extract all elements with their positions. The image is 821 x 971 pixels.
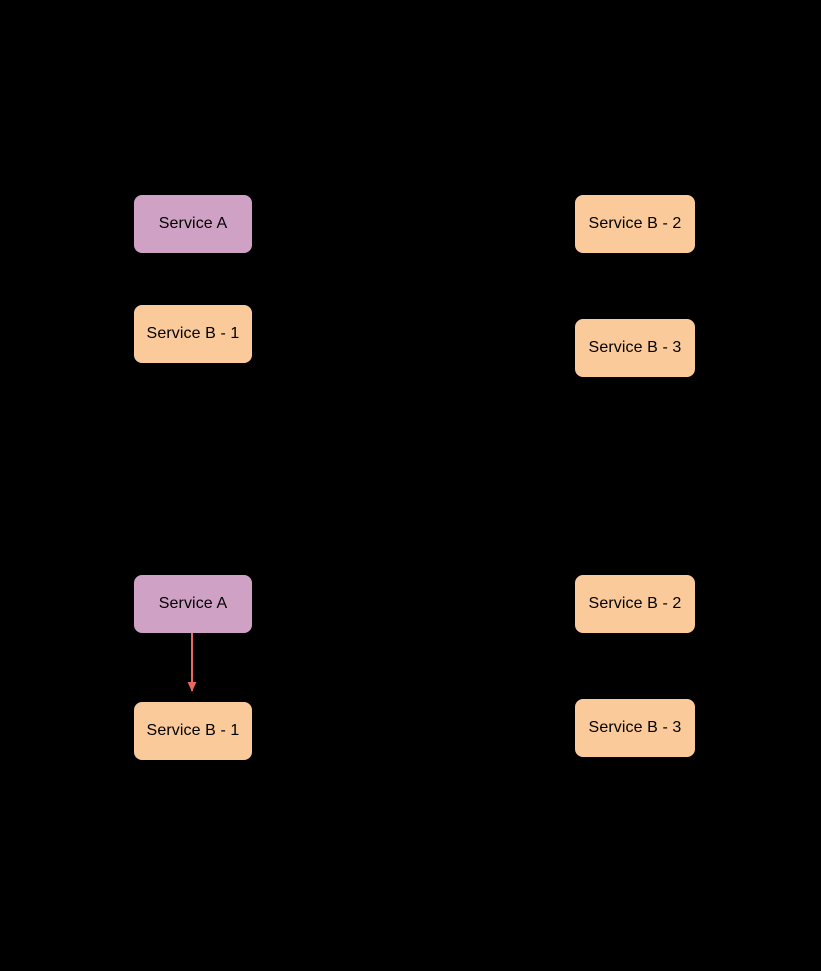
node-label: Service B - 1: [146, 325, 240, 342]
node-service-a-top[interactable]: Service A: [134, 195, 252, 253]
node-service-b2-top[interactable]: Service B - 2: [575, 195, 695, 253]
node-label: Service B - 3: [588, 339, 682, 356]
node-label: Service B - 2: [588, 595, 682, 612]
node-label: Service B - 1: [146, 722, 240, 739]
node-service-b2-bottom[interactable]: Service B - 2: [575, 575, 695, 633]
node-label: Service B - 3: [588, 719, 682, 736]
node-label: Service A: [158, 215, 228, 232]
node-service-b1-bottom[interactable]: Service B - 1: [134, 702, 252, 760]
node-label: Service A: [158, 595, 228, 612]
node-label: Service B - 2: [588, 215, 682, 232]
node-service-b3-bottom[interactable]: Service B - 3: [575, 699, 695, 757]
node-service-a-bottom[interactable]: Service A: [134, 575, 252, 633]
node-service-b3-top[interactable]: Service B - 3: [575, 319, 695, 377]
node-service-b1-top[interactable]: Service B - 1: [134, 305, 252, 363]
